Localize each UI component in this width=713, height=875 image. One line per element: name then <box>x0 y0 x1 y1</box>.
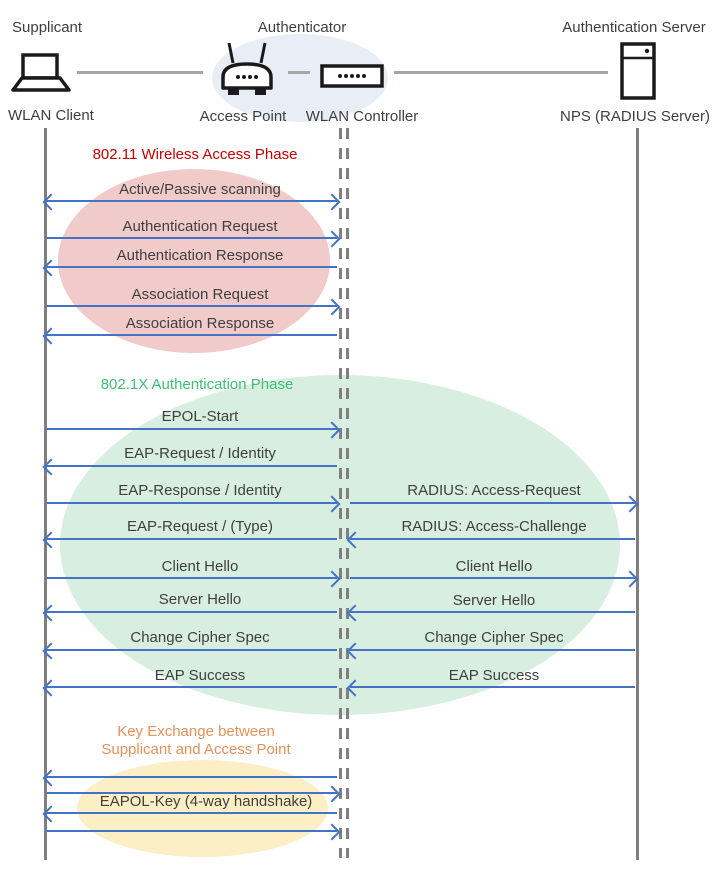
message-label: Client Hello <box>455 558 533 575</box>
node-label-wlan-client: WLAN Client <box>8 107 94 124</box>
message-label: RADIUS: Access-Challenge <box>401 518 587 535</box>
message-arrow <box>46 538 337 540</box>
connector-line <box>77 71 203 74</box>
message-label: Authentication Request <box>122 218 278 235</box>
message-label: EAPOL-Key (4-way handshake) <box>99 793 313 810</box>
message-label: EAP-Request / Identity <box>124 445 276 462</box>
message-label: EPOL-Start <box>161 408 239 425</box>
message-label: Server Hello <box>158 591 242 608</box>
phase3-title-line1: Key Exchange between <box>117 723 275 740</box>
connector-line <box>288 71 310 74</box>
phase1-title: 802.11 Wireless Access Phase <box>92 146 298 163</box>
message-arrow <box>46 200 337 202</box>
message-arrow <box>46 649 337 651</box>
message-arrow <box>46 428 337 430</box>
message-label: Client Hello <box>161 558 239 575</box>
message-arrow <box>46 266 337 268</box>
role-supplicant: Supplicant <box>12 19 83 36</box>
phase3-title-line2: Supplicant and Access Point <box>101 741 291 758</box>
message-label: Server Hello <box>452 592 536 609</box>
role-authentication-server: Authentication Server <box>562 19 706 36</box>
message-label: RADIUS: Access-Request <box>407 482 581 499</box>
message-label: EAP-Response / Identity <box>118 482 282 499</box>
message-arrow <box>350 538 635 540</box>
message-label: Association Response <box>125 315 275 332</box>
nps-server-lifeline <box>636 128 639 860</box>
network-controller-icon <box>320 64 384 88</box>
message-label: Association Request <box>131 286 269 303</box>
node-label-nps-radius-server: NPS (RADIUS Server) <box>559 108 711 125</box>
message-label: Authentication Response <box>116 247 284 264</box>
message-arrow <box>350 502 635 504</box>
message-arrow <box>46 577 337 579</box>
wlan-client-lifeline <box>44 128 47 860</box>
message-arrow <box>46 465 337 467</box>
server-icon <box>620 42 656 100</box>
message-label: EAP Success <box>154 667 246 684</box>
message-arrow <box>46 611 337 613</box>
message-arrow <box>46 686 337 688</box>
node-label-wlan-controller: WLAN Controller <box>305 108 419 125</box>
message-arrow <box>46 305 337 307</box>
access-point-icon <box>221 42 273 95</box>
message-arrow <box>46 830 337 832</box>
node-label-access-point: Access Point <box>199 108 287 125</box>
role-authenticator: Authenticator <box>257 19 347 36</box>
phase2-title: 802.1X Authentication Phase <box>100 376 294 393</box>
message-label: Active/Passive scanning <box>119 181 281 198</box>
message-arrow <box>350 611 635 613</box>
message-arrow <box>46 812 337 814</box>
message-label: EAP Success <box>448 667 540 684</box>
message-arrow <box>46 502 337 504</box>
message-arrow <box>46 237 337 239</box>
message-label: EAP-Request / (Type) <box>127 518 273 535</box>
message-label: Change Cipher Spec <box>424 629 564 646</box>
wlan-controller-lifeline-dash-1 <box>339 128 342 858</box>
laptop-icon <box>11 53 71 92</box>
message-arrow <box>46 334 337 336</box>
wlan-controller-lifeline-dash-2 <box>346 128 349 858</box>
message-arrow <box>350 686 635 688</box>
message-arrow <box>46 792 337 794</box>
connector-line <box>394 71 608 74</box>
message-arrow <box>46 776 337 778</box>
message-label: Change Cipher Spec <box>130 629 270 646</box>
message-arrow <box>350 577 635 579</box>
message-arrow <box>350 649 635 651</box>
